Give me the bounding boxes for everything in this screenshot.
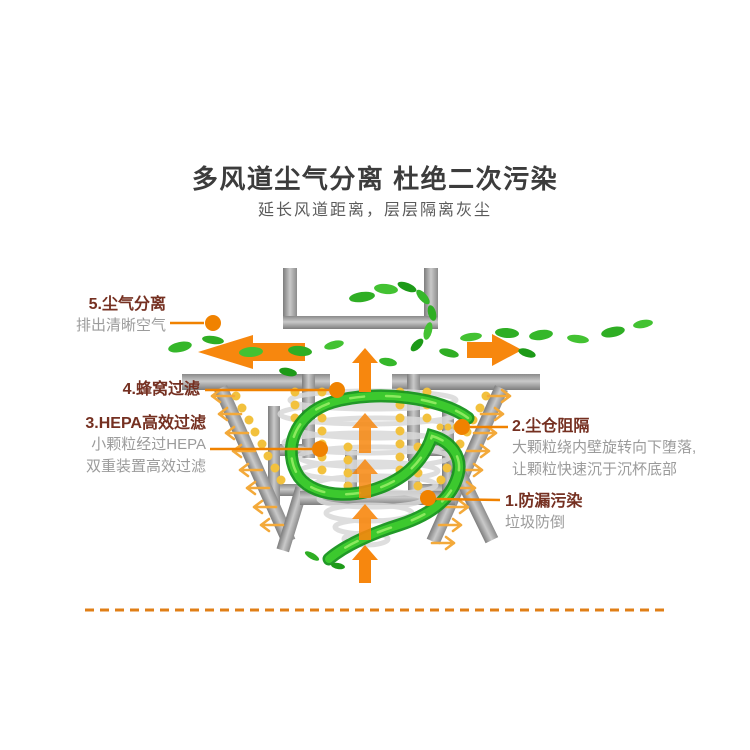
- callout-title: 1.防漏污染: [505, 493, 583, 510]
- callout-connectors: [170, 315, 508, 506]
- callout-desc: 小颗粒经过HEPA: [91, 436, 206, 453]
- callout-desc: 让颗粒快速沉于沉杯底部: [512, 461, 678, 478]
- callout-5-dust-air-separation: 5.尘气分离 排出清晰空气: [76, 295, 166, 337]
- callout-3-hepa-filter: 3.HEPA高效过滤 小颗粒经过HEPA 双重装置高效过滤: [85, 414, 206, 478]
- callout-title: 4.蜂窝过滤: [122, 381, 200, 398]
- callout-pointer-dot-3: [312, 441, 328, 457]
- exhaust-arrow-right: [467, 334, 522, 366]
- callout-title: 3.HEPA高效过滤: [85, 415, 206, 432]
- debris-swirl: [284, 389, 475, 566]
- callout-4-honeycomb-filter: 4.蜂窝过滤: [123, 380, 200, 400]
- callout-pointer-dot-1: [420, 490, 436, 506]
- page-subtitle: 延长风道距离，层层隔离灰尘: [257, 202, 492, 219]
- micro-airflow-arrows: [210, 388, 512, 551]
- updraft-arrows: [352, 348, 378, 583]
- callout-desc: 排出清晰空气: [75, 317, 166, 334]
- callout-2-dust-chamber-barrier: 2.尘仓阻隔 大颗粒绕内壁旋转向下堕落, 让颗粒快速沉于沉杯底部: [512, 417, 696, 481]
- callout-desc: 垃圾防倒: [505, 514, 566, 531]
- header: 多风道尘气分离 杜绝二次污染 延长风道距离，层层隔离灰尘: [0, 164, 750, 221]
- page-title: 多风道尘气分离 杜绝二次污染: [191, 164, 559, 194]
- callout-pointer-dot-2: [454, 419, 470, 435]
- callout-desc: 大颗粒绕内壁旋转向下堕落,: [512, 439, 697, 456]
- callout-1-anti-leak: 1.防漏污染 垃圾防倒: [505, 492, 582, 534]
- callout-title: 5.尘气分离: [88, 296, 166, 313]
- callout-pointer-dot-4: [329, 382, 345, 398]
- callout-title: 2.尘仓阻隔: [512, 418, 590, 435]
- callout-desc: 双重装置高效过滤: [85, 458, 206, 475]
- funnel-wall-left: [214, 385, 296, 545]
- callout-pointer-dot-5: [205, 315, 221, 331]
- leaves: [168, 281, 653, 570]
